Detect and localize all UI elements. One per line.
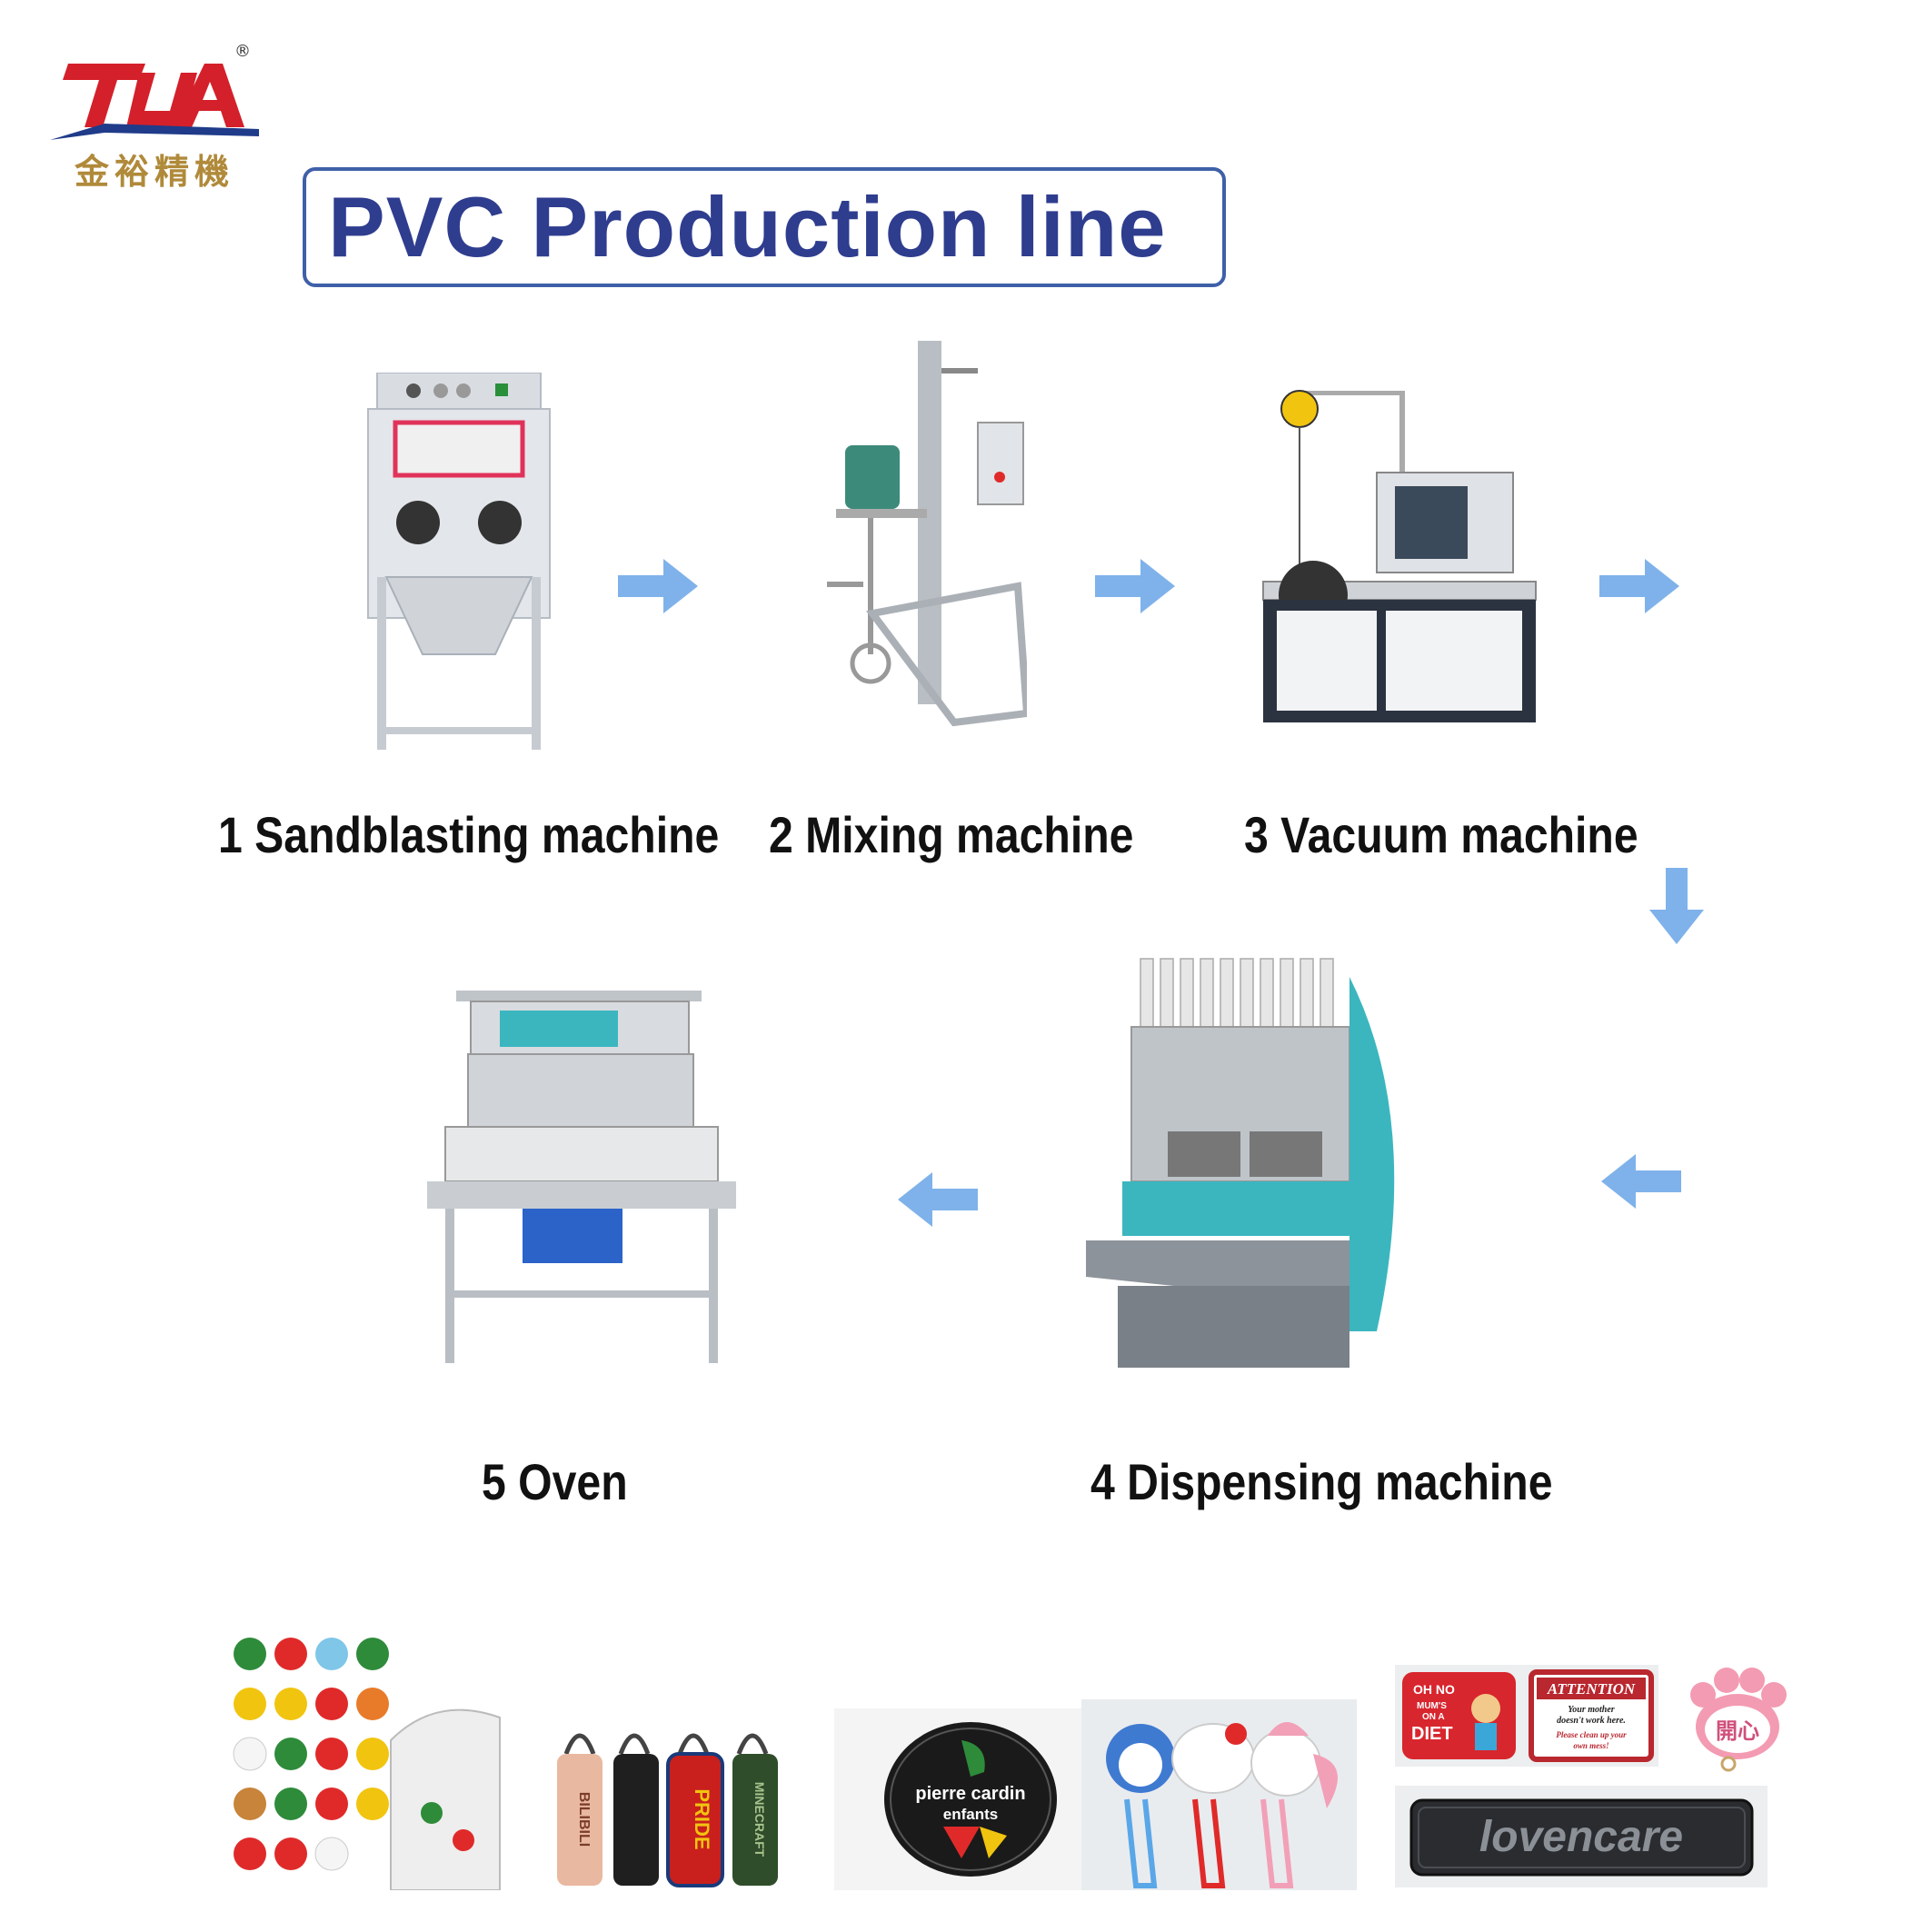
coaster-text-line1: pierre cardin [915, 1784, 1025, 1804]
coaster-image: pierre cardin enfants [834, 1708, 1107, 1890]
attention-line-2: doesn't work here. [1557, 1716, 1626, 1726]
title-box: PVC Production line [303, 167, 1226, 287]
fridge-magnets-image: OH NO MUM'S ON A DIET ATTENTION Your mot… [1395, 1665, 1658, 1767]
arrow-right-icon [1599, 559, 1679, 613]
diet-text-3: ON A [1422, 1712, 1445, 1722]
arrow-right-icon [618, 559, 698, 613]
step-1-label: 1 Sandblasting machine [218, 806, 720, 863]
arrow-right-icon [1095, 559, 1175, 613]
dispensing-machine-image [1077, 941, 1422, 1395]
zipper-pullers-image: BILIBILI PRIDE MINECRAFT [548, 1708, 807, 1890]
zipper-text-3: MINECRAFT [752, 1782, 767, 1857]
paw-keychain-image: 開心 [1683, 1668, 1790, 1772]
sandblasting-machine-image [359, 373, 559, 754]
diet-text-4: DIET [1411, 1724, 1453, 1744]
attention-title: ATTENTION [1547, 1680, 1636, 1698]
logo-chinese-name: 金裕精機 [74, 151, 234, 192]
tua-logo-icon [50, 64, 259, 140]
registered-mark: ® [234, 42, 251, 61]
company-logo [50, 45, 259, 191]
arrow-down-icon [1649, 868, 1704, 944]
vacuum-machine-image [1250, 373, 1540, 736]
attention-line-3: Please clean up your [1556, 1730, 1627, 1739]
arrow-left-icon [1601, 1154, 1681, 1209]
step-2-label: 2 Mixing machine [769, 806, 1134, 863]
step-4-label: 4 Dispensing machine [1090, 1453, 1553, 1510]
diet-text-2: MUM'S [1417, 1701, 1447, 1711]
page-title: PVC Production line [328, 179, 1167, 274]
step-5-label: 5 Oven [482, 1453, 628, 1510]
step-3-label: 3 Vacuum machine [1244, 806, 1638, 863]
arrow-left-icon [898, 1172, 978, 1227]
diet-text-1: OH NO [1413, 1682, 1455, 1697]
mixing-machine-image [818, 341, 1027, 750]
attention-line-1: Your mother [1568, 1705, 1615, 1715]
attention-line-4: own mess! [1573, 1741, 1608, 1750]
cartoon-bookmarks-image [1081, 1699, 1357, 1890]
label-patch-image: lovencare [1395, 1786, 1768, 1887]
label-patch-text: lovencare [1479, 1813, 1683, 1861]
zipper-text-2: PRIDE [691, 1788, 713, 1849]
coaster-text-line2: enfants [943, 1806, 998, 1823]
zipper-text-1: BILIBILI [576, 1792, 592, 1847]
paw-text: 開心 [1716, 1718, 1759, 1744]
oven-image [418, 991, 745, 1372]
shoe-charms-image [227, 1631, 504, 1890]
